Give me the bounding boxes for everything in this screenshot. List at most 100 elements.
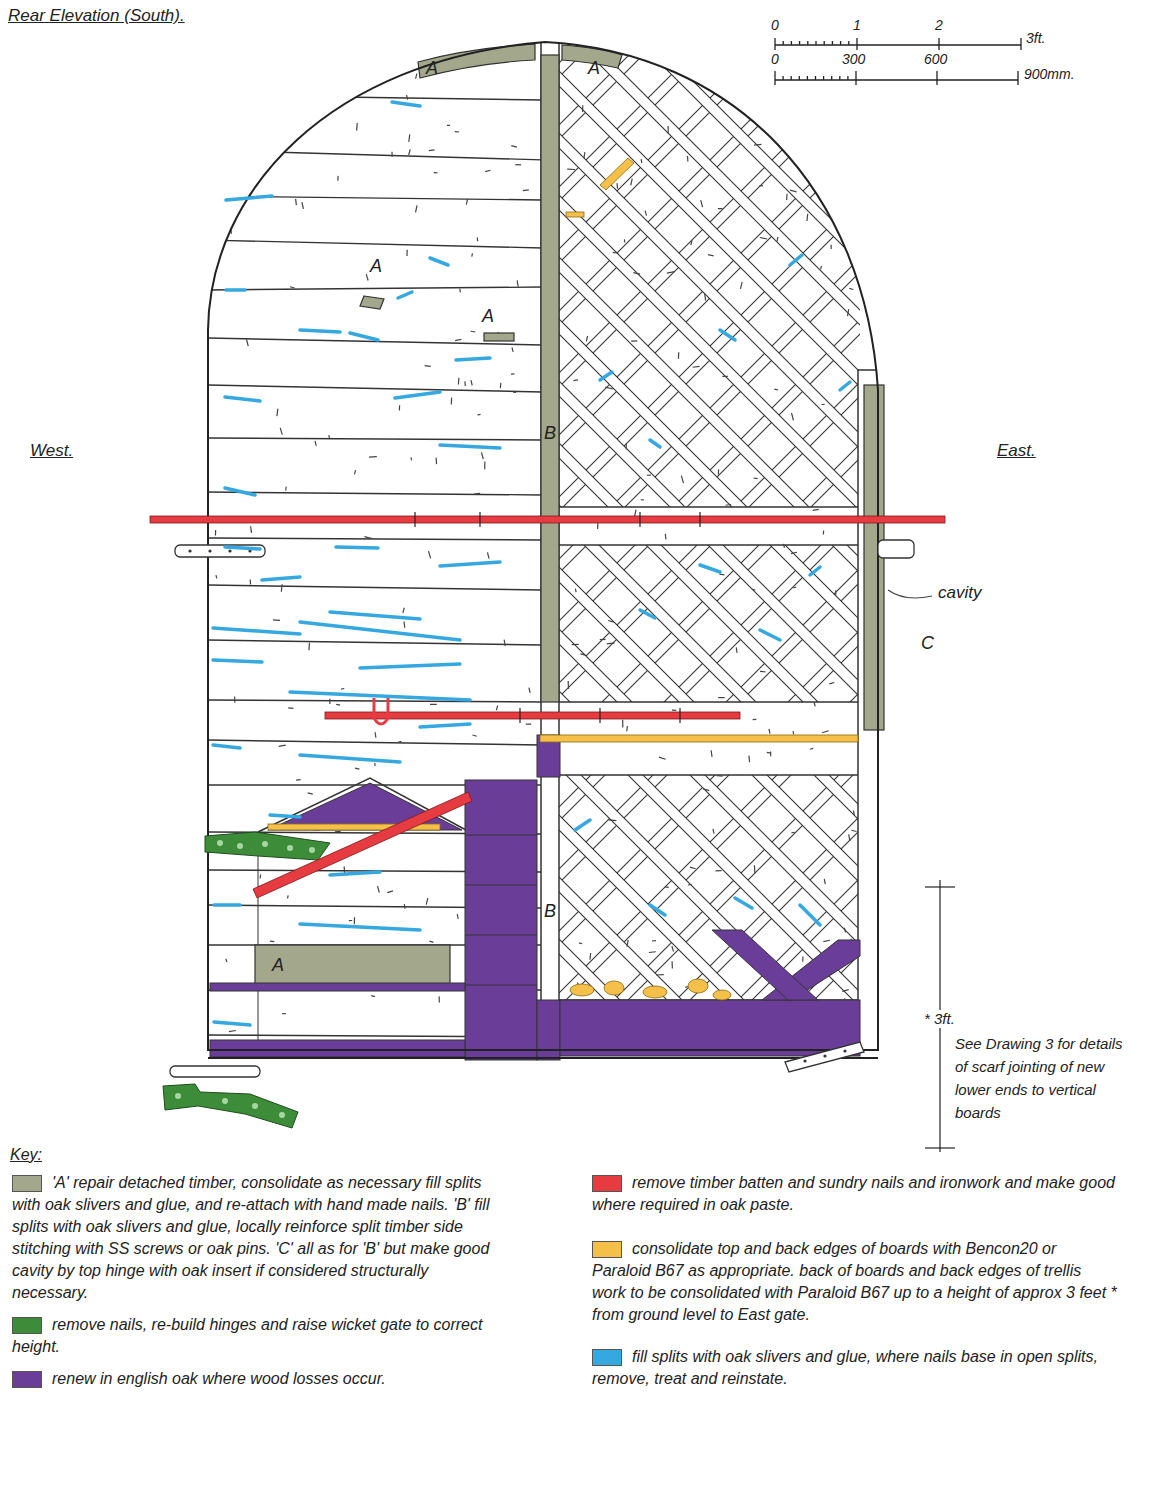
nail-mark xyxy=(605,387,613,389)
nail-mark xyxy=(233,134,234,137)
nail-mark xyxy=(616,183,618,189)
nail-mark xyxy=(713,829,714,834)
nail-mark xyxy=(355,768,359,769)
scale-number: 0 xyxy=(771,51,779,68)
nail-mark xyxy=(718,469,719,474)
ground-line xyxy=(208,1057,878,1059)
split-fill xyxy=(800,905,820,925)
clip xyxy=(479,512,480,527)
nail-mark xyxy=(526,723,531,724)
consolidate-patch xyxy=(570,984,594,996)
scale-minor-tick xyxy=(807,76,808,80)
scale-tick xyxy=(938,38,939,50)
nail-mark xyxy=(572,644,579,646)
nail-mark xyxy=(740,78,746,79)
nail-mark xyxy=(667,126,668,134)
split-fill xyxy=(456,358,490,360)
scale-number: 3ft. xyxy=(1026,30,1045,47)
direction-label: West. xyxy=(30,441,73,461)
nail-mark xyxy=(786,194,788,200)
nail-mark xyxy=(487,552,489,558)
split-fill xyxy=(360,664,460,668)
nail-mark xyxy=(631,179,632,186)
trellis-slat xyxy=(558,796,860,1002)
scale-minor-tick xyxy=(839,76,840,80)
nail-hole xyxy=(208,549,211,552)
legend-entry: remove nails, re-build hinges and raise … xyxy=(12,1314,507,1358)
scale-tick xyxy=(936,71,937,85)
split-fill xyxy=(575,820,590,830)
split-fill xyxy=(395,392,440,398)
nail-mark xyxy=(831,245,832,249)
legend-text: remove nails, re-build hinges and raise … xyxy=(12,1314,507,1358)
centre-post xyxy=(541,40,559,1060)
nail-mark xyxy=(754,865,756,873)
scale-minor-tick xyxy=(848,41,849,45)
nail-mark xyxy=(853,811,855,815)
nail-mark xyxy=(399,405,400,410)
scale-number: 600 xyxy=(924,51,947,68)
nail-mark xyxy=(403,621,405,627)
nail-mark xyxy=(512,348,513,352)
nail-mark xyxy=(484,462,485,470)
nail-mark xyxy=(574,379,579,381)
nail-mark xyxy=(622,720,623,728)
nail-mark xyxy=(404,904,406,908)
split-fill xyxy=(392,102,420,106)
nail-mark xyxy=(635,510,637,517)
nail-mark xyxy=(250,526,252,533)
scale-minor-ticks xyxy=(783,41,849,80)
nail-mark xyxy=(281,584,283,592)
nail-mark xyxy=(430,704,437,705)
repair-letter: B xyxy=(544,901,556,923)
scale-tick xyxy=(774,71,775,85)
nail-mark xyxy=(627,940,628,947)
nail-mark xyxy=(511,146,517,147)
legend-entry: remove timber batten and sundry nails an… xyxy=(592,1172,1117,1216)
nail-mark xyxy=(633,273,640,274)
legend-swatch xyxy=(592,1241,622,1258)
nail-mark xyxy=(693,366,700,368)
scale-minor-tick xyxy=(831,76,832,80)
nail-mark xyxy=(722,376,727,377)
split-fill xyxy=(330,872,380,875)
hook xyxy=(374,698,388,724)
post-joints xyxy=(465,835,537,985)
gate-outline xyxy=(208,42,878,1050)
hinge-dot xyxy=(252,1103,258,1109)
nail-mark xyxy=(656,974,664,976)
consolidate-strip xyxy=(600,158,634,190)
ironwork xyxy=(170,540,914,1077)
trellis-panel xyxy=(558,545,860,702)
nail-mark xyxy=(279,745,286,746)
nail-mark xyxy=(567,168,575,170)
nail-mark xyxy=(770,752,771,757)
legend-entry: fill splits with oak slivers and glue, w… xyxy=(592,1346,1117,1390)
nail-hole xyxy=(823,1054,826,1057)
split-fill xyxy=(600,372,612,380)
nail-mark xyxy=(250,579,252,584)
nail-mark xyxy=(824,879,825,884)
nail-mark xyxy=(767,752,771,754)
legend-entry: 'A' repair detached timber, consolidate … xyxy=(12,1172,507,1304)
nail-mark xyxy=(259,875,261,879)
nail-mark xyxy=(717,775,723,777)
trellis-slats xyxy=(558,0,860,507)
nail-mark xyxy=(754,144,762,146)
nail-mark xyxy=(354,917,355,924)
nail-mark xyxy=(276,409,278,416)
nail-mark xyxy=(810,173,816,175)
nail-mark xyxy=(802,957,803,962)
nail-mark xyxy=(760,238,767,239)
nail-mark xyxy=(793,586,796,588)
scale-minor-tick xyxy=(799,41,800,45)
nail-mark xyxy=(814,102,816,110)
nail-mark xyxy=(270,941,274,943)
trellis-slat xyxy=(558,858,860,1002)
nail-mark xyxy=(466,199,467,205)
split-fill xyxy=(440,445,500,448)
nail-mark xyxy=(791,832,794,834)
nail-mark xyxy=(416,205,417,212)
hinge-strap xyxy=(170,1066,260,1077)
split-fill xyxy=(300,924,420,930)
